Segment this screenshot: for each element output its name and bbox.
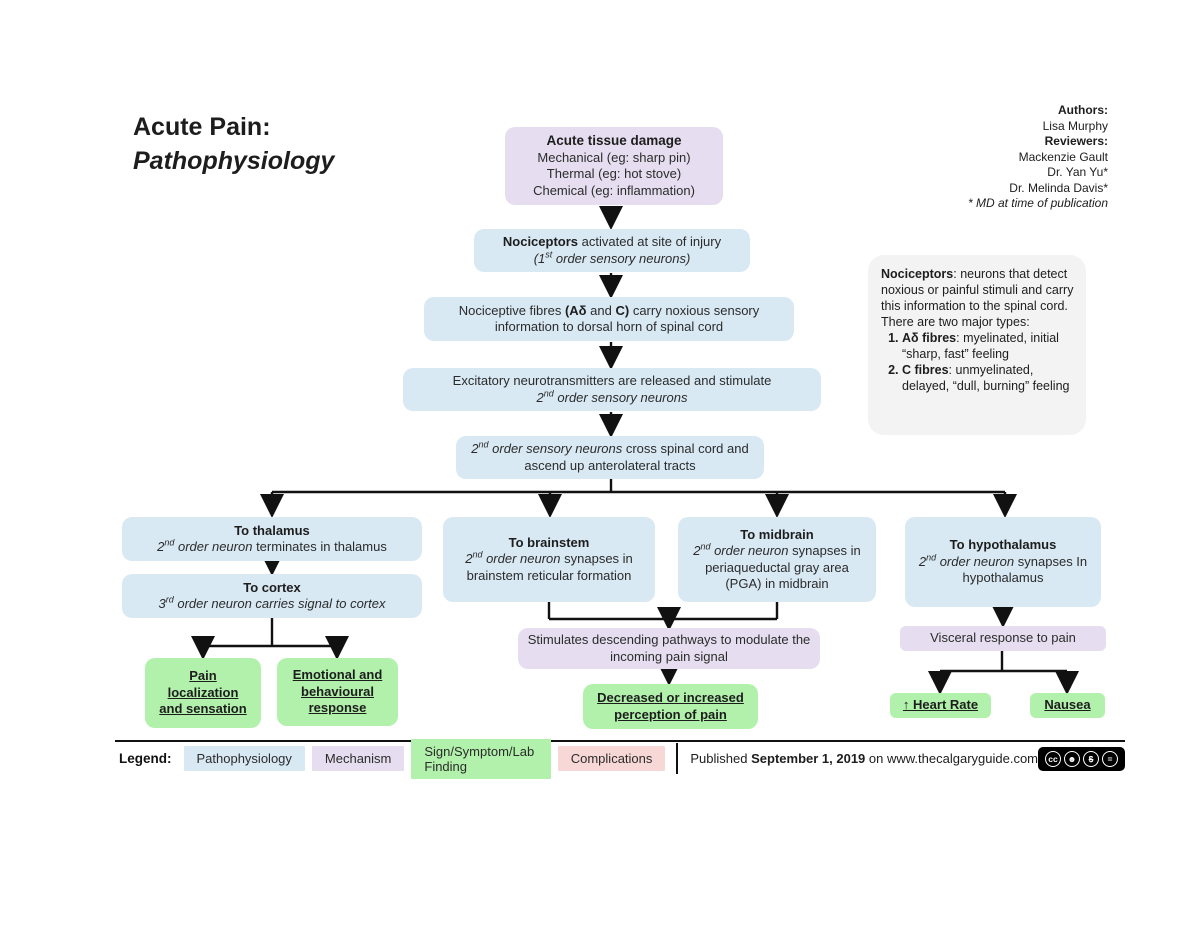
note-item-c-fibres: C fibres: unmyelinated, delayed, “dull, … — [902, 362, 1076, 394]
flow-box-pain-localization: Pain localization and sensation — [145, 658, 261, 728]
legend-bar: Legend: Pathophysiology Mechanism Sign/S… — [115, 738, 1125, 779]
author-name: Lisa Murphy — [1042, 118, 1108, 133]
legend-label: Legend: — [119, 751, 172, 766]
flow-box-visceral-response: Visceral response to pain — [900, 626, 1106, 651]
flow-box-excitatory-neurotransmitters: Excitatory neurotransmitters are release… — [403, 368, 821, 411]
page-title-line2: Pathophysiology — [133, 147, 335, 175]
credits-footnote: * MD at time of publication — [967, 196, 1108, 210]
flow-box-to-midbrain: To midbrain 2nd order neuron synapses in… — [678, 517, 876, 602]
reviewer-name: Dr. Melinda Davis* — [1009, 180, 1108, 195]
legend-swatch-complications: Complications — [557, 746, 666, 771]
published-line: Published September 1, 2019 on www.theca… — [690, 751, 1038, 766]
flow-box-to-hypothalamus: To hypothalamus 2nd order neuron synapse… — [905, 517, 1101, 607]
flow-box-nociceptive-fibres: Nociceptive fibres (Aδ and C) carry noxi… — [424, 297, 794, 341]
nociceptors-definition-note: Nociceptors: neurons that detect noxious… — [868, 255, 1086, 435]
cc-license-badge: cc ☻ $ = — [1038, 746, 1125, 771]
cc-nd-equals-icon: = — [1102, 750, 1118, 767]
flow-box-nausea: Nausea — [1030, 693, 1105, 718]
flow-box-to-thalamus: To thalamus 2nd order neuron terminates … — [122, 517, 422, 561]
cc-icon: cc — [1045, 750, 1061, 767]
flow-box-cross-spinal-cord: 2nd order sensory neurons cross spinal c… — [456, 436, 764, 479]
flow-box-nociceptors-activated: Nociceptors activated at site of injury … — [474, 229, 750, 272]
reviewer-name: Mackenzie Gault — [1018, 149, 1108, 164]
flow-box-emotional-response: Emotional and behavioural response — [277, 658, 398, 726]
connector-line — [203, 618, 337, 648]
credits-block: Authors: Lisa Murphy Reviewers: Mackenzi… — [968, 103, 1108, 212]
connector-line — [547, 602, 779, 621]
note-item-adelta-fibres: Aδ fibres: myelinated, initial “sharp, f… — [902, 330, 1076, 362]
legend-swatch-sign-symptom: Sign/Symptom/Lab Finding — [411, 738, 551, 779]
flow-box-perception-of-pain: Decreased or increased perception of pai… — [583, 684, 758, 729]
legend-divider — [676, 743, 679, 774]
flow-box-to-cortex: To cortex 3rd order neuron carries signa… — [122, 574, 422, 618]
flow-box-heart-rate: ↑ Heart Rate — [890, 693, 991, 718]
page-title-line1: Acute Pain: — [133, 113, 271, 141]
legend-swatch-mechanism: Mechanism — [311, 746, 405, 771]
legend-swatch-pathophysiology: Pathophysiology — [183, 746, 305, 771]
flow-box-acute-tissue-damage: Acute tissue damage Mechanical (eg: shar… — [505, 127, 723, 205]
connector-line — [940, 651, 1067, 673]
authors-label: Authors: — [1058, 103, 1108, 117]
page-title: Acute Pain: Pathophysiology — [133, 110, 334, 178]
flow-box-descending-pathways: Stimulates descending pathways to modula… — [518, 628, 820, 669]
cc-by-person-icon: ☻ — [1064, 750, 1080, 767]
flow-box-to-brainstem: To brainstem 2nd order neuron synapses i… — [443, 517, 655, 602]
reviewer-name: Dr. Yan Yu* — [1047, 165, 1108, 179]
reviewers-label: Reviewers: — [1044, 134, 1108, 148]
cc-nc-dollar-icon: $ — [1083, 750, 1099, 767]
